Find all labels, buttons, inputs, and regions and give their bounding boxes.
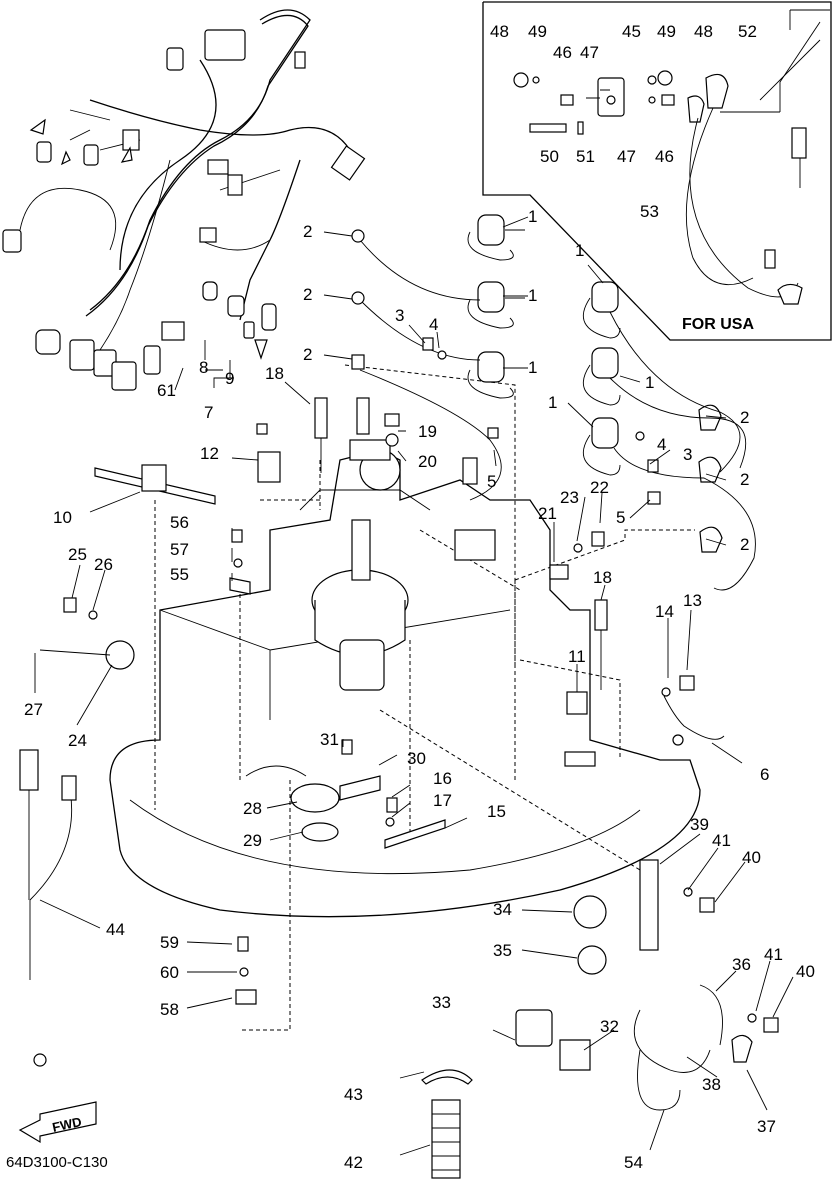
callout-50: 50 xyxy=(540,147,559,166)
callout-37: 37 xyxy=(757,1117,776,1136)
callout-29: 29 xyxy=(243,831,262,850)
callout-26: 26 xyxy=(94,555,113,574)
callout-23: 23 xyxy=(560,488,579,507)
inset-label: FOR USA xyxy=(682,316,754,333)
callout-57: 57 xyxy=(170,540,189,559)
callout-2: 2 xyxy=(303,345,312,364)
callout-59: 59 xyxy=(160,933,179,952)
callout-32: 32 xyxy=(600,1017,619,1036)
diagram-code: 64D3100-C130 xyxy=(6,1154,108,1171)
callout-46: 46 xyxy=(553,43,572,62)
callout-55: 55 xyxy=(170,565,189,584)
callout-2: 2 xyxy=(740,535,749,554)
callout-34: 34 xyxy=(493,900,512,919)
fwd-label: FWD xyxy=(51,1114,83,1135)
callout-13: 13 xyxy=(683,591,702,610)
callout-3: 3 xyxy=(683,445,692,464)
engine-block xyxy=(109,364,701,1031)
callout-40: 40 xyxy=(742,848,761,867)
wiring-harness xyxy=(2,9,366,391)
callout-48: 48 xyxy=(694,22,713,41)
callout-5: 5 xyxy=(487,472,496,491)
callout-46: 46 xyxy=(655,147,674,166)
leader-lines xyxy=(34,216,794,1156)
callout-28: 28 xyxy=(243,799,262,818)
callout-1: 1 xyxy=(548,393,557,412)
callout-22: 22 xyxy=(590,478,609,497)
callout-2: 2 xyxy=(303,285,312,304)
ignition-coils xyxy=(351,214,756,591)
callout-5: 5 xyxy=(616,508,625,527)
callout-4: 4 xyxy=(429,315,438,334)
callout-18: 18 xyxy=(593,568,612,587)
callout-56: 56 xyxy=(170,513,189,532)
callout-47: 47 xyxy=(617,147,636,166)
callout-44: 44 xyxy=(106,920,125,939)
components: FWD xyxy=(18,397,779,1179)
callout-58: 58 xyxy=(160,1000,179,1019)
callout-1: 1 xyxy=(528,207,537,226)
callout-27: 27 xyxy=(24,700,43,719)
callout-52: 52 xyxy=(738,22,757,41)
callout-30: 30 xyxy=(407,749,426,768)
callout-31: 31 xyxy=(320,730,339,749)
callout-36: 36 xyxy=(732,955,751,974)
callout-40: 40 xyxy=(796,962,815,981)
callout-47: 47 xyxy=(580,43,599,62)
callout-16: 16 xyxy=(433,769,452,788)
callout-1: 1 xyxy=(528,358,537,377)
callout-2: 2 xyxy=(303,222,312,241)
callout-11: 11 xyxy=(568,647,586,666)
callout-20: 20 xyxy=(418,452,437,471)
callout-12: 12 xyxy=(200,444,219,463)
callout-9: 9 xyxy=(225,369,234,388)
callout-38: 38 xyxy=(702,1075,721,1094)
callout-1: 1 xyxy=(575,241,584,260)
callout-8: 8 xyxy=(199,358,208,377)
usa-inset: FOR USA xyxy=(482,1,832,341)
callout-49: 49 xyxy=(657,22,676,41)
callout-48: 48 xyxy=(490,22,509,41)
callout-42: 42 xyxy=(344,1153,363,1172)
callout-10: 10 xyxy=(53,508,72,527)
callout-41: 41 xyxy=(712,831,731,850)
callout-39: 39 xyxy=(690,815,709,834)
callout-35: 35 xyxy=(493,941,512,960)
callout-54: 54 xyxy=(624,1153,643,1172)
callout-60: 60 xyxy=(160,963,179,982)
callouts: 48 49 46 47 45 49 48 52 50 51 47 46 53 1… xyxy=(24,22,815,1172)
callout-19: 19 xyxy=(418,422,437,441)
callout-17: 17 xyxy=(433,791,452,810)
callout-18: 18 xyxy=(265,364,284,383)
callout-45: 45 xyxy=(622,22,641,41)
callout-61: 61 xyxy=(157,381,176,400)
callout-2: 2 xyxy=(740,408,749,427)
callout-15: 15 xyxy=(487,802,506,821)
callout-33: 33 xyxy=(432,993,451,1012)
callout-14: 14 xyxy=(655,602,674,621)
callout-21: 21 xyxy=(538,504,557,523)
callout-6: 6 xyxy=(760,765,769,784)
callout-1: 1 xyxy=(528,286,537,305)
callout-49: 49 xyxy=(528,22,547,41)
callout-43: 43 xyxy=(344,1085,363,1104)
callout-7: 7 xyxy=(204,403,213,422)
callout-2: 2 xyxy=(740,470,749,489)
callout-51: 51 xyxy=(576,147,595,166)
callout-53: 53 xyxy=(640,202,659,221)
callout-25: 25 xyxy=(68,545,87,564)
callout-3: 3 xyxy=(395,306,404,325)
callout-1: 1 xyxy=(645,373,654,392)
callout-4: 4 xyxy=(657,435,666,454)
callout-41: 41 xyxy=(764,945,783,964)
callout-24: 24 xyxy=(68,731,87,750)
